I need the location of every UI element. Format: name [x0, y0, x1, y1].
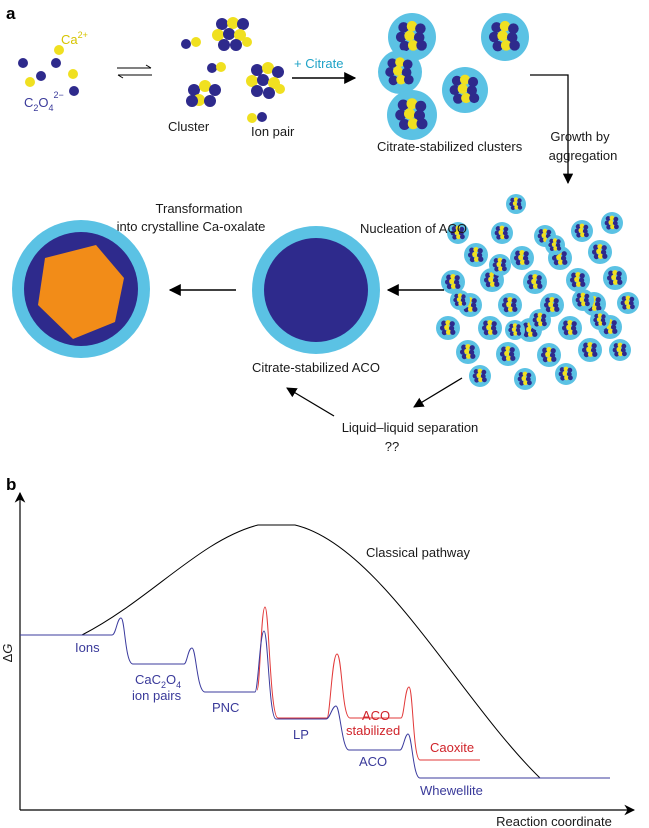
free-ions [18, 45, 79, 96]
shelled-cluster [617, 292, 639, 314]
growth-arrow [530, 74, 574, 185]
panel-b-label: b [6, 475, 16, 494]
clusters-and-ion-pairs [181, 17, 285, 123]
shelled-cluster [566, 268, 590, 292]
shelled-cluster [590, 310, 610, 330]
shelled-cluster [505, 320, 525, 340]
shelled-cluster [447, 222, 469, 244]
whewellite-label: Whewellite [420, 783, 483, 798]
oxalate-ion-label: C2O42− [24, 90, 64, 113]
aco-stabilized-label-line1: ACO [362, 708, 390, 723]
equilibrium-arrows [117, 64, 152, 79]
shelled-cluster [529, 309, 551, 331]
aco-stabilized-label-line2: stabilized [346, 723, 400, 738]
ion-pathway-curve [20, 617, 610, 779]
shelled-cluster [387, 90, 437, 140]
ion-pair-label: Ion pair [251, 124, 295, 139]
shelled-cluster [489, 254, 511, 276]
citrate-stabilized-aco [252, 226, 380, 354]
shelled-cluster [464, 243, 488, 267]
citrate-aco-label: Citrate-stabilized ACO [252, 360, 380, 375]
shelled-cluster [456, 340, 480, 364]
shelled-cluster [572, 289, 594, 311]
shelled-cluster [588, 240, 612, 264]
shelled-cluster [523, 270, 547, 294]
shelled-cluster [478, 316, 502, 340]
shelled-cluster [442, 67, 488, 113]
shelled-cluster [491, 222, 513, 244]
y-axis-label: ΔG [0, 644, 15, 663]
shelled-cluster [514, 368, 536, 390]
transformation-label-line1: Transformation [156, 201, 243, 216]
shelled-cluster [571, 220, 593, 242]
llps-arrow-left [286, 387, 335, 417]
llps-question: ?? [385, 439, 399, 454]
stabilized-pathway-curve [256, 606, 480, 761]
lp-label: LP [293, 727, 309, 742]
aggregated-clusters [436, 194, 639, 390]
shelled-cluster [558, 316, 582, 340]
classical-pathway-label: Classical pathway [366, 545, 471, 560]
shelled-cluster [441, 270, 465, 294]
growth-label-line2: aggregation [549, 148, 618, 163]
shelled-cluster [510, 246, 534, 270]
transformation-label-line2: into crystalline Ca-oxalate [117, 219, 266, 234]
crystalline-ca-oxalate [12, 220, 150, 358]
shelled-cluster [545, 235, 565, 255]
shelled-cluster [601, 212, 623, 234]
panel-a-label: a [6, 4, 16, 23]
classical-pathway-curve [20, 524, 610, 779]
cac2o4-label: CaC2O4 [135, 672, 181, 690]
shelled-cluster [388, 13, 436, 61]
cluster-label: Cluster [168, 119, 210, 134]
caoxite-label: Caoxite [430, 740, 474, 755]
shelled-cluster [609, 339, 631, 361]
ion-pairs-label: ion pairs [132, 688, 182, 703]
shelled-cluster [450, 290, 470, 310]
shelled-cluster [555, 363, 577, 385]
shelled-cluster [537, 343, 561, 367]
aco-label: ACO [359, 754, 387, 769]
shelled-cluster [578, 338, 602, 362]
plus-citrate-label: + Citrate [294, 56, 344, 71]
shelled-cluster [498, 293, 522, 317]
pnc-label: PNC [212, 700, 239, 715]
shelled-cluster [481, 13, 529, 61]
citrate-stabilized-clusters-label: Citrate-stabilized clusters [377, 139, 523, 154]
citrate-stabilized-clusters [378, 13, 529, 140]
shelled-cluster [378, 50, 422, 94]
shelled-cluster [603, 266, 627, 290]
llps-label: Liquid–liquid separation [342, 420, 479, 435]
shelled-cluster [506, 194, 526, 214]
llps-arrow-right [413, 377, 463, 408]
nucleation-label: Nucleation of ACO [360, 221, 467, 236]
calcium-ion-label: Ca2+ [61, 30, 88, 47]
x-axis-label: Reaction coordinate [496, 814, 612, 828]
shelled-cluster [496, 342, 520, 366]
ions-label: Ions [75, 640, 100, 655]
shelled-cluster [469, 365, 491, 387]
shelled-cluster [436, 316, 460, 340]
growth-label-line1: Growth by [550, 129, 610, 144]
